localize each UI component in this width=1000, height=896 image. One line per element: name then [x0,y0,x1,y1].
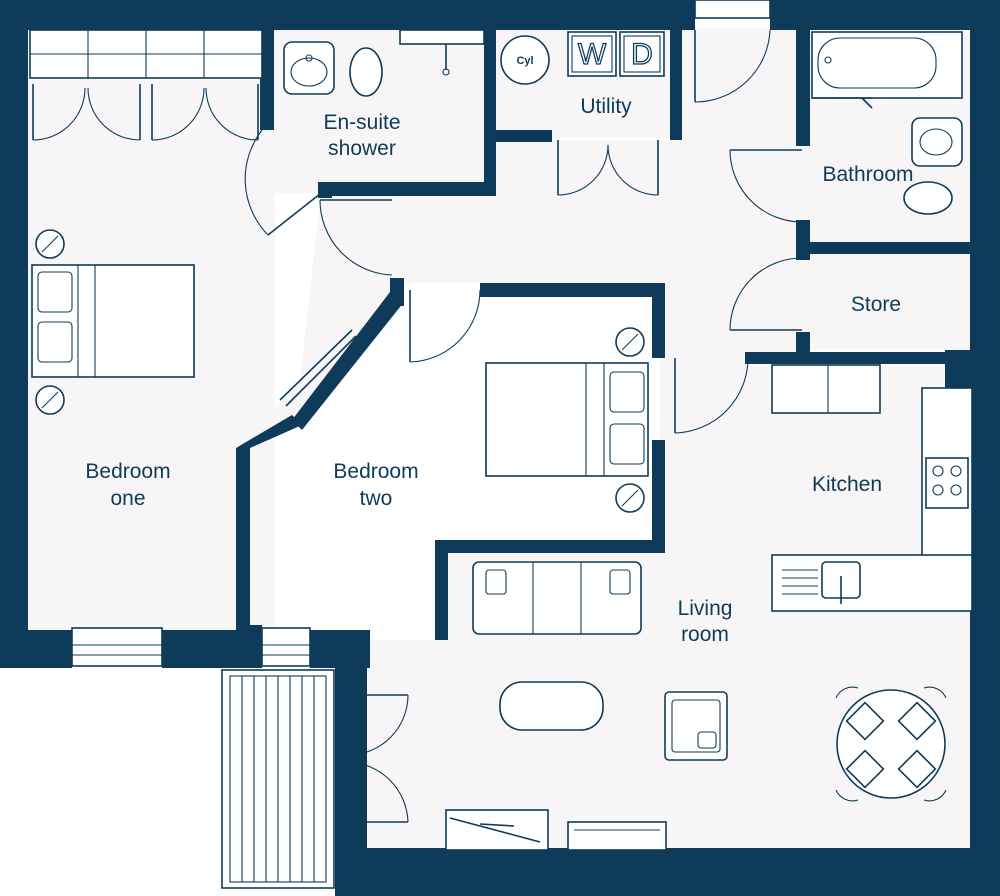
dryer-label: D [631,38,653,71]
window-icon [261,627,311,667]
cylinder-label: Cyl [516,55,533,67]
balcony-icon [221,669,335,889]
sideboard-icon [567,821,667,851]
toilet-icon [349,47,383,97]
door-swing-icon [729,257,803,331]
door-swing-icon [32,84,259,141]
bed-icon [31,264,195,378]
wardrobe-icon [29,29,263,79]
floor-area [25,28,970,850]
bed-icon [485,362,649,477]
window-icon [279,329,357,407]
room-label-bedroom-one-line2: one [110,487,145,510]
lamp-icon [35,229,65,415]
doors [32,29,803,823]
room-label-ensuite-line2: shower [328,137,396,160]
room-labels: En-suite shower Utility Bathroom Store B… [85,95,913,646]
room-label-bathroom: Bathroom [822,163,913,186]
tv-unit-icon [445,809,549,851]
basin-icon [911,117,963,167]
room-label-utility: Utility [580,95,632,118]
room-label-kitchen: Kitchen [812,473,882,496]
room-label-bedroom-two-line2: two [360,487,393,510]
room-label-bedroom-one-line1: Bedroom [85,460,170,483]
cylinder-icon: Cyl [500,35,550,85]
washer-icon: W [567,31,617,77]
door-swing-icon [319,199,393,276]
lamp-icon [615,327,645,513]
armchair-icon [664,691,728,761]
shower-icon [399,29,485,76]
sink-icon [782,561,861,604]
door-swing-icon [674,357,749,434]
room-label-living-line2: room [681,623,729,646]
washer-label: W [578,38,607,71]
door-swing-icon [409,289,481,363]
window-icon [694,0,771,19]
bath-icon [811,31,963,109]
room-label-bedroom-two-line1: Bedroom [333,460,418,483]
windows [71,0,771,667]
window-icon [71,627,163,667]
door-swing-icon [244,129,331,236]
basin-icon [283,41,335,95]
room-label-living-line1: Living [678,597,733,620]
door-swing-icon [694,29,771,103]
room-label-ensuite-line1: En-suite [323,111,400,134]
door-swing-icon [345,694,409,823]
hob-icon [925,457,969,509]
sofa-icon [472,561,642,635]
toilet-icon [903,181,953,215]
door-swing-icon [729,149,803,223]
dining-table-icon [835,686,947,802]
dryer-icon: D [619,31,665,77]
door-swing-icon [557,140,659,196]
coffee-table-icon [499,681,604,731]
room-label-store: Store [851,293,901,316]
